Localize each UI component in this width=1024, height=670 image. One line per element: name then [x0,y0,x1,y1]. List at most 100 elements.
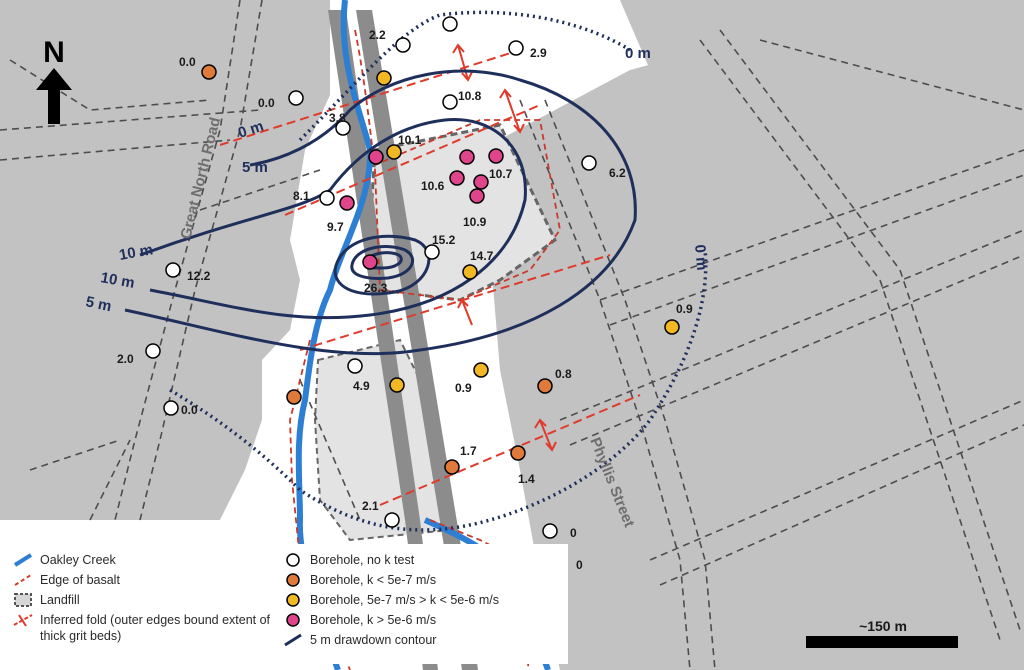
borehole-label: 0.0 [258,96,275,110]
contour-label: 0 m [625,45,651,62]
borehole-high-icon [286,613,300,627]
borehole-label: 8.1 [293,189,310,203]
basalt-edge-north [354,29,561,301]
fold-line-3 [299,254,611,351]
borehole-label: 26.3 [364,281,388,295]
road-e6 [719,29,1021,631]
borehole-label: 2.0 [117,352,134,366]
borehole-medium-icon [286,593,300,607]
borehole-marker [163,400,179,416]
fold-line-4 [379,394,641,506]
borehole-marker [395,37,411,53]
borehole-label: 0.8 [555,367,572,381]
borehole-marker [449,170,465,186]
oakley-creek [295,0,374,670]
north-arrow: N [36,38,72,128]
fold-arrow-4 [534,418,557,452]
borehole-marker [462,264,478,280]
contour-label: 5 m [84,293,113,315]
road-w6 [89,439,131,521]
borehole-label: 1.4 [518,472,535,486]
borehole-label: 0.9 [455,381,472,395]
borehole-label: 10.1 [398,133,422,147]
borehole-label: 10.9 [463,215,487,229]
borehole-marker [469,188,485,204]
creek-symbol-icon [13,553,33,567]
borehole-marker [442,16,458,32]
contour-0m-north [298,10,631,142]
borehole-marker [444,459,460,475]
borehole-marker [347,358,363,374]
land-parcel-west [0,0,330,520]
borehole-low-icon [286,573,300,587]
borehole-marker [288,90,304,106]
legend: Oakley Creek Edge of basalt Landfill Inf… [8,544,568,664]
road-phyllis-e [544,99,716,670]
borehole-marker [145,343,161,359]
road-e3 [649,399,1024,561]
legend-label: Landfill [40,593,80,607]
scale-bar: ~150 m [806,618,960,648]
borehole-label: 4.9 [353,379,370,393]
road-w1 [0,109,261,131]
road-phyllis-w [519,99,691,670]
road-w4 [199,169,321,211]
borehole-marker [319,190,335,206]
contour-label: 0 m [691,244,710,271]
legend-item-creek: Oakley Creek [12,552,116,568]
borehole-label: 10.6 [421,179,445,193]
borehole-marker [542,523,558,539]
borehole-marker [384,512,400,528]
borehole-label: 0.9 [676,302,693,316]
contour-10m-outer [139,117,527,320]
road-great-north-east [139,0,263,521]
road-e2 [569,254,1024,446]
borehole-label: 14.7 [470,249,494,263]
open-area [220,330,330,560]
borehole-marker [508,40,524,56]
borehole-label: 6.2 [609,166,626,180]
contour-symbol-icon [284,633,302,647]
scale-label: ~150 m [859,618,907,634]
borehole-label: 10.7 [489,167,513,181]
legend-item-bh-low: Borehole, k < 5e-7 m/s [282,572,436,588]
road-e5 [699,39,1001,641]
legend-item-landfill: Landfill [12,592,80,608]
contour-inner-1 [333,234,431,296]
borehole-label: 2.1 [362,499,379,513]
borehole-marker [165,262,181,278]
landfill-symbol-icon [14,593,32,607]
contour-0m-south [169,249,708,532]
borehole-marker [664,319,680,335]
north-label: N [43,36,65,69]
borehole-label: 0.0 [179,55,196,69]
borehole-label: 15.2 [432,233,456,247]
legend-item-bh-high: Borehole, k > 5e-6 m/s [282,612,436,628]
contour-label: 10 m [99,269,136,292]
north-arrow-icon [36,68,72,124]
contour-inner-2 [350,245,415,280]
borehole-marker [335,120,351,136]
borehole-marker [424,244,440,260]
borehole-marker [581,155,597,171]
road-w3 [9,59,211,111]
borehole-label: 0 [570,526,577,540]
legend-label: Inferred fold (outer edges bound extent … [40,613,271,643]
road-w2 [0,139,231,161]
borehole-marker [339,195,355,211]
basalt-symbol-icon [14,574,32,586]
borehole-label: 1.7 [460,444,477,458]
road-e7 [599,149,1024,301]
contour-labels: 0 m 0 m 0 m 5 m 5 m 10 m 10 m [84,45,710,315]
borehole-marker [473,362,489,378]
borehole-marker [376,70,392,86]
legend-label: 5 m drawdown contour [310,633,437,647]
road-e9 [759,39,1024,111]
borehole-marker [362,254,378,270]
borehole-marker [459,149,475,165]
contour-label: 10 m [118,241,155,264]
zero-contours [169,10,708,532]
legend-item-basalt: Edge of basalt [12,572,120,588]
